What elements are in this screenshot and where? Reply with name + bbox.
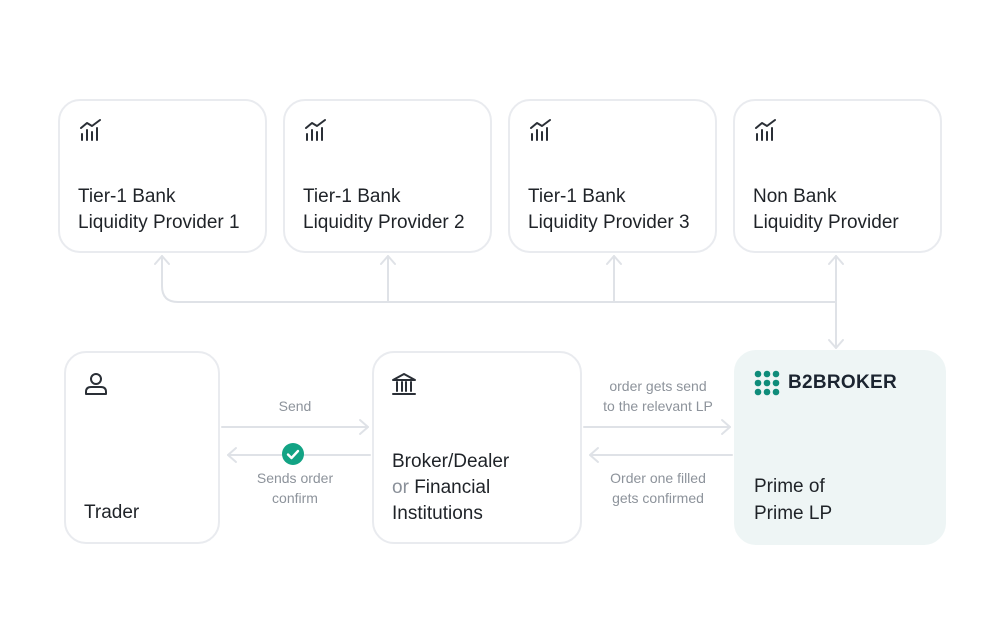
provider-subtitle: Liquidity Provider 2	[303, 212, 465, 233]
broker-line-2: or Financial	[392, 475, 490, 501]
chart-bars-icon	[305, 119, 326, 141]
provider-title: Tier-1 Bank	[303, 186, 401, 207]
edge-label-order-filled-2: gets confirmed	[612, 490, 704, 506]
broker-card: Broker/Dealer or Financial Institutions	[372, 351, 582, 544]
provider-title: Tier-1 Bank	[78, 186, 176, 207]
provider-card-4: Non Bank Liquidity Provider	[733, 99, 942, 253]
provider-card-1: Tier-1 Bank Liquidity Provider 1	[58, 99, 267, 253]
provider-card-2: Tier-1 Bank Liquidity Provider 2	[283, 99, 492, 253]
b2broker-brand-name: B2BROKER	[788, 372, 898, 393]
edge-label-sends-confirm-2: confirm	[272, 490, 318, 506]
edge-label-order-send: order gets send to the relevant LP	[584, 376, 732, 416]
provider-subtitle: Liquidity Provider 3	[528, 212, 690, 233]
broker-line-1: Broker/Dealer	[392, 451, 510, 472]
edge-label-send: Send	[278, 398, 312, 414]
b2broker-line-1: Prime of	[754, 476, 825, 497]
edge-label-order-filled: Order one filled gets confirmed	[584, 468, 732, 508]
bank-building-icon	[392, 373, 416, 395]
b2broker-brand: B2BROKER	[754, 370, 897, 396]
provider-subtitle: Liquidity Provider	[753, 212, 899, 233]
broker-line-3: Institutions	[392, 503, 483, 524]
b2broker-card: B2BROKER Prime of Prime LP	[734, 350, 946, 545]
edge-label-order-filled-1: Order one filled	[610, 470, 706, 486]
edge-label-order-send-1: order gets send	[609, 378, 707, 394]
provider-title: Tier-1 Bank	[528, 186, 626, 207]
edge-label-order-send-2: to the relevant LP	[603, 398, 713, 414]
edge-label-sends-confirm: Sends order confirm	[222, 468, 368, 508]
provider-title: Non Bank	[753, 186, 837, 207]
trader-label: Trader	[84, 502, 140, 523]
chart-bars-icon	[530, 119, 551, 141]
edge-label-sends-confirm-1: Sends order	[256, 470, 334, 486]
chart-bars-icon	[755, 119, 776, 141]
chart-bars-icon	[80, 119, 101, 141]
trader-card: Trader	[64, 351, 220, 544]
broker-or-word: or	[392, 477, 409, 498]
check-icon	[282, 443, 304, 465]
provider-subtitle: Liquidity Provider 1	[78, 212, 240, 233]
broker-line-2-rest: Financial	[414, 477, 491, 498]
provider-card-3: Tier-1 Bank Liquidity Provider 3	[508, 99, 717, 253]
b2broker-logo-icon	[754, 370, 780, 396]
b2broker-line-2: Prime LP	[754, 503, 833, 524]
user-icon	[85, 373, 107, 395]
